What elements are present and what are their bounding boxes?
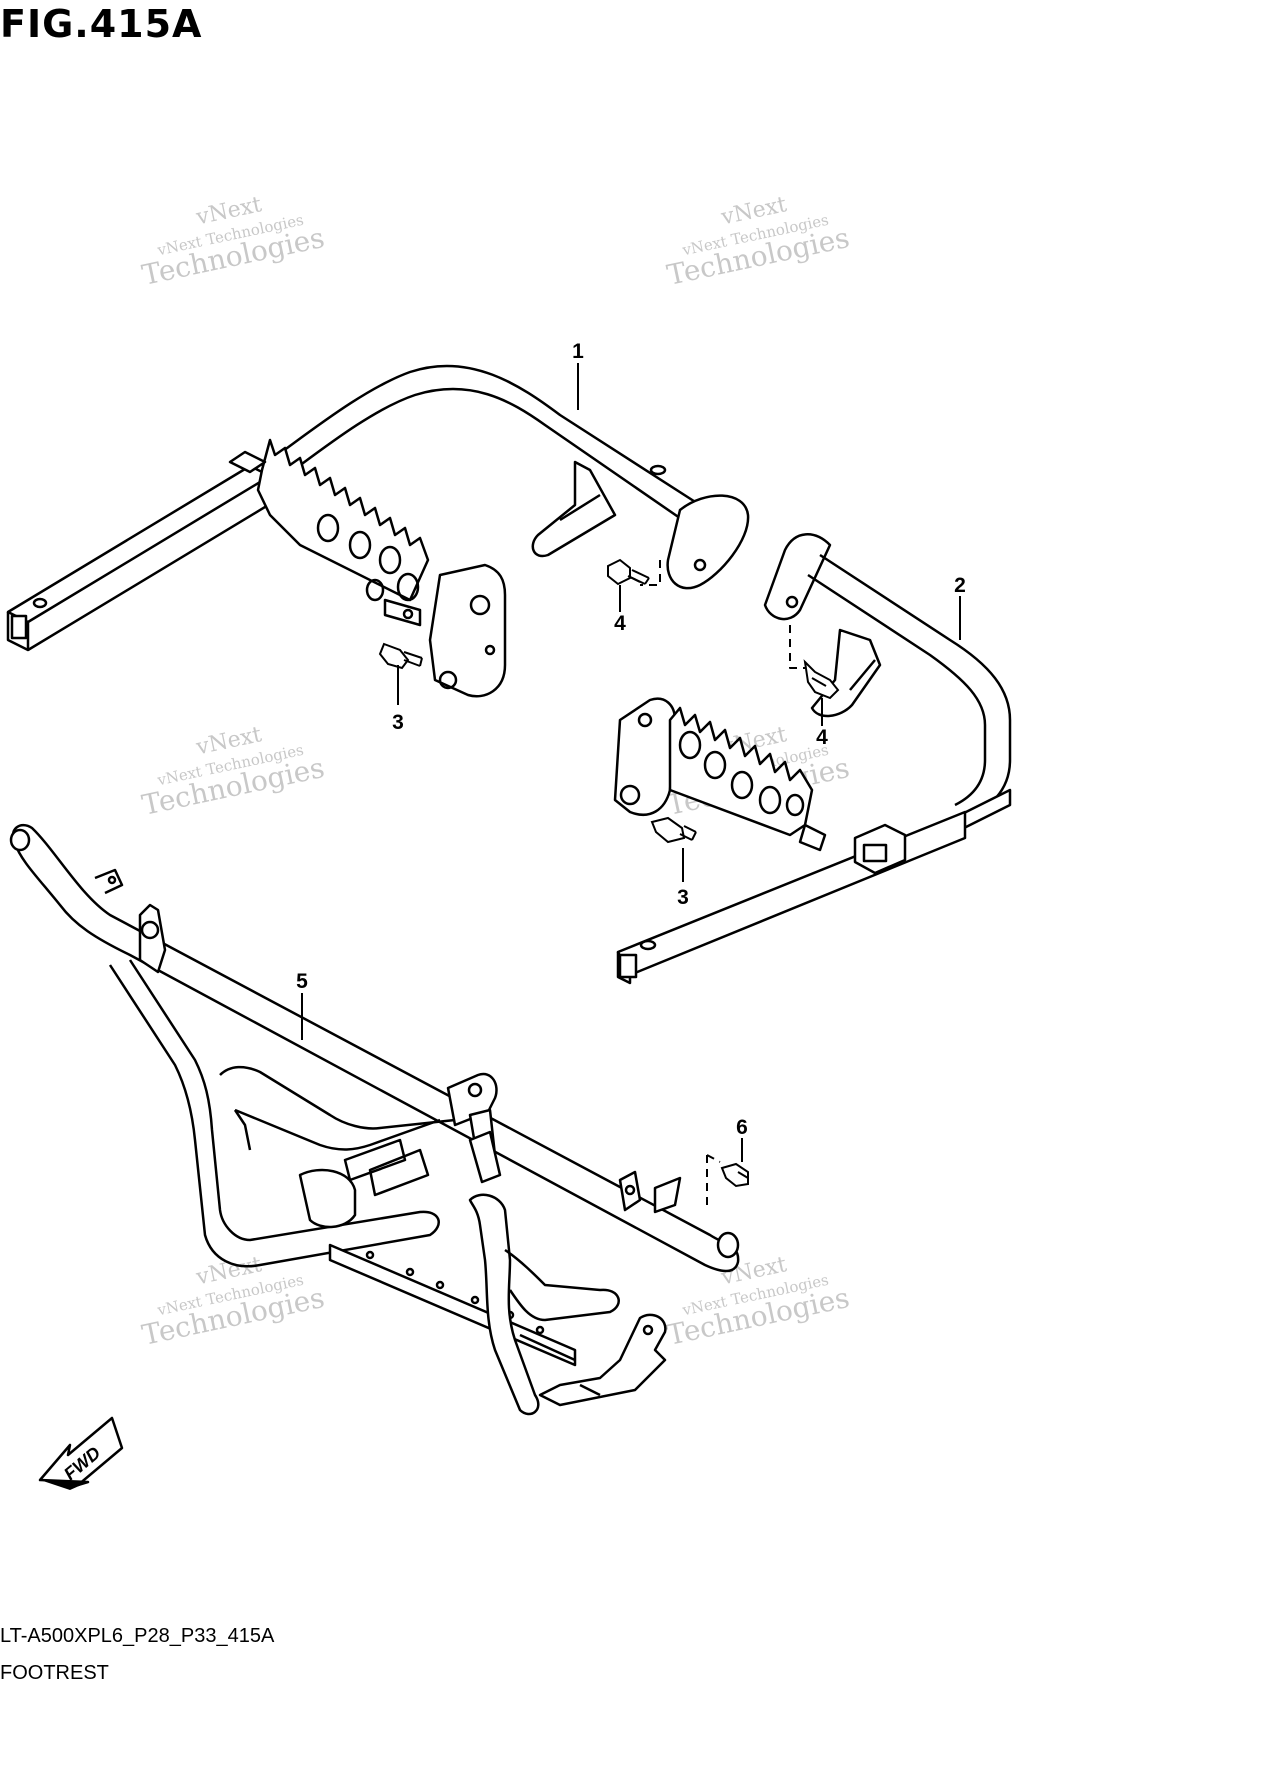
callout-1: 1 bbox=[572, 340, 584, 363]
bolt-4-lower-icon bbox=[803, 659, 840, 700]
callout-5: 5 bbox=[296, 970, 308, 993]
bolt-6-icon bbox=[706, 1154, 749, 1205]
callout-3a: 3 bbox=[392, 711, 404, 734]
callout-3b: 3 bbox=[677, 886, 689, 909]
bolt-3-right-icon bbox=[650, 816, 697, 844]
callout-4b: 4 bbox=[816, 726, 828, 749]
diagram-caption: FOOTREST bbox=[0, 1662, 109, 1684]
part-1-footrest-left bbox=[6, 364, 750, 698]
callout-2: 2 bbox=[954, 574, 966, 597]
fwd-arrow-icon: FWD bbox=[38, 1416, 124, 1490]
bolt-3-left-icon bbox=[378, 642, 423, 670]
part-2-footrest-right bbox=[613, 533, 1012, 985]
part-5-footrest-bar bbox=[9, 823, 740, 1416]
diagram-code: LT-A500XPL6_P28_P33_415A bbox=[0, 1625, 275, 1647]
callout-4a: 4 bbox=[614, 612, 626, 635]
figure-title: FIG.415A bbox=[0, 2, 203, 46]
leader-lines bbox=[301, 363, 961, 1162]
callout-6: 6 bbox=[736, 1116, 748, 1139]
bolt-4-upper-icon bbox=[607, 558, 650, 586]
